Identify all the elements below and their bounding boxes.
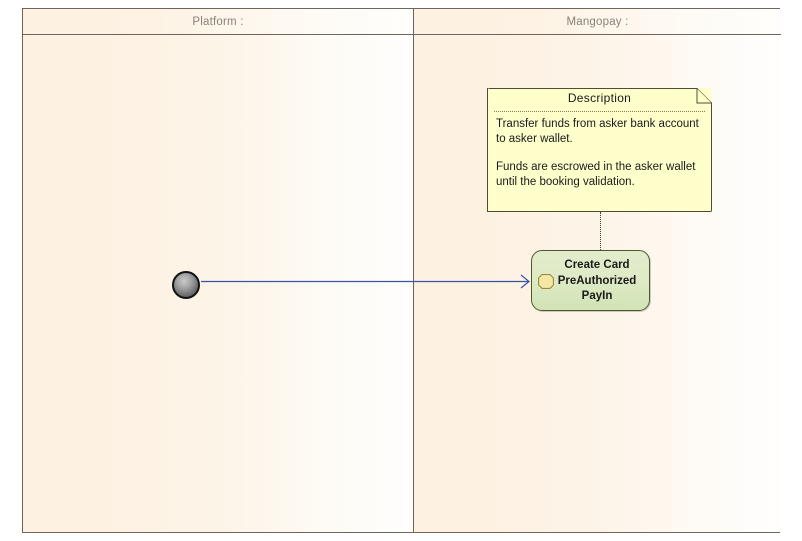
activity-create-card-preauthorized-payin[interactable]: Create Card PreAuthorized PayIn xyxy=(531,250,650,311)
note-title: Description xyxy=(567,91,632,105)
note-paragraph-1: Transfer funds from asker bank account t… xyxy=(496,118,699,145)
swimlane-title-mangopay: Mangopay : xyxy=(566,15,629,28)
note-anchor-link xyxy=(600,212,601,250)
swimlane-platform[interactable]: Platform : xyxy=(23,9,413,532)
note-separator xyxy=(494,111,705,112)
activity-label-line-3: PayIn xyxy=(581,290,613,302)
description-note[interactable]: Description Transfer funds from asker ba… xyxy=(487,88,712,212)
initial-node[interactable] xyxy=(172,271,200,299)
note-paragraph-2: Funds are escrowed in the asker wallet u… xyxy=(496,161,696,188)
activity-label: Create Card PreAuthorized PayIn xyxy=(549,258,645,305)
swimlane-body-platform xyxy=(23,35,413,532)
call-behavior-action-icon xyxy=(538,274,554,289)
swimlane-header-platform[interactable]: Platform : xyxy=(23,9,413,35)
note-body: Transfer funds from asker bank account t… xyxy=(496,117,701,190)
activity-label-line-2: PreAuthorized xyxy=(557,274,637,287)
activity-label-line-1: Create Card xyxy=(564,259,630,271)
swimlane-frame: Platform : Mangopay : xyxy=(22,8,781,533)
swimlane-header-mangopay[interactable]: Mangopay : xyxy=(414,9,781,35)
swimlane-title-platform: Platform : xyxy=(192,15,244,28)
